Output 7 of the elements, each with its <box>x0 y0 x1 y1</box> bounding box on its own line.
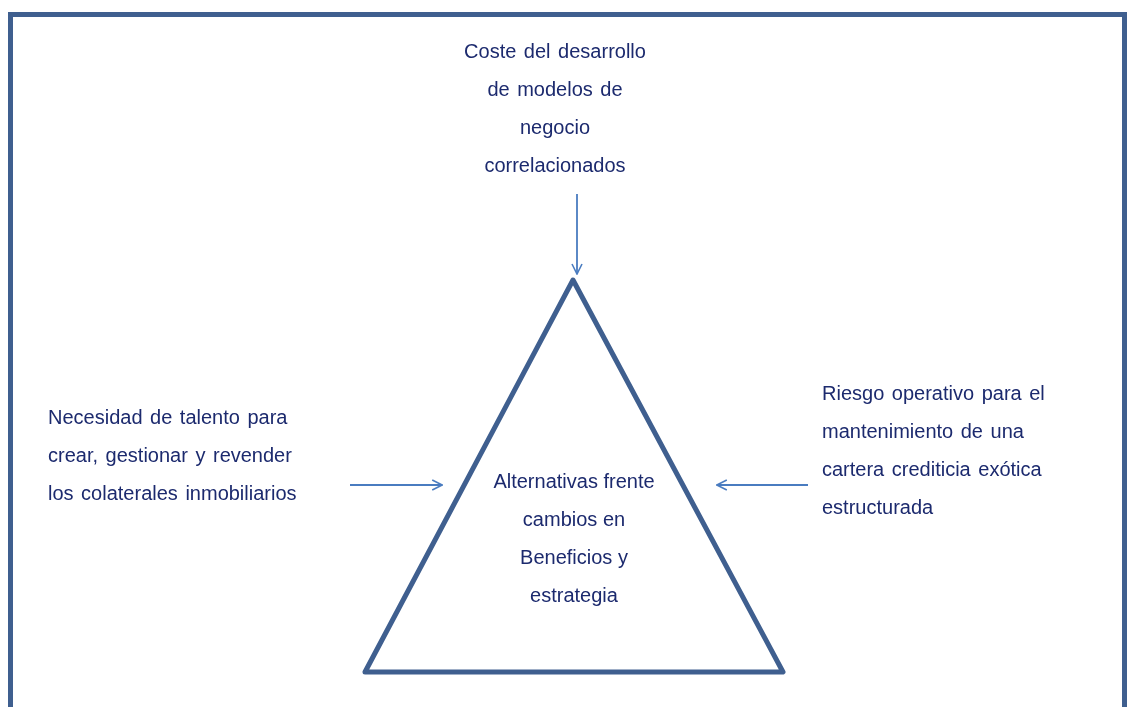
arrow <box>571 193 583 275</box>
arrow <box>715 479 809 491</box>
factor-text: Riesgo operativo para el mantenimiento de una cartera crediticia exótica estructurada <box>822 381 1046 520</box>
factor-text: Coste del desarrollo de modelos de negocio correlacionados <box>463 39 647 178</box>
factor-text: Necesidad de talento para crear, gestionar y revender los colaterales inmobiliarios <box>48 405 298 506</box>
arrow <box>349 479 444 491</box>
triangle-label: Alternativas frente cambios en Beneficios y estrategia <box>492 469 656 608</box>
